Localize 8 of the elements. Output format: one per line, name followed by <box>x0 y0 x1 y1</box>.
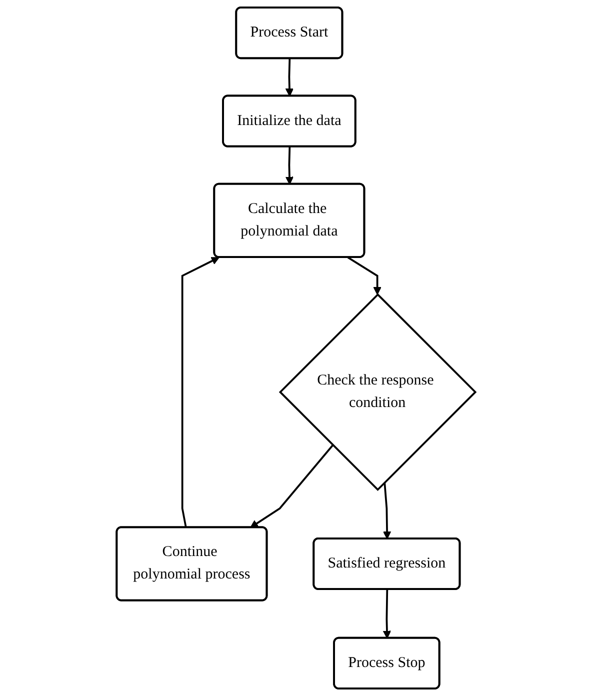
arrow <box>181 257 220 528</box>
arrow <box>285 146 294 185</box>
arrow <box>382 590 392 639</box>
node-diamond: Check the response condition <box>278 293 477 491</box>
arrow <box>347 256 382 295</box>
arrow <box>285 58 294 97</box>
arrow <box>382 482 392 540</box>
arrow <box>250 444 334 528</box>
